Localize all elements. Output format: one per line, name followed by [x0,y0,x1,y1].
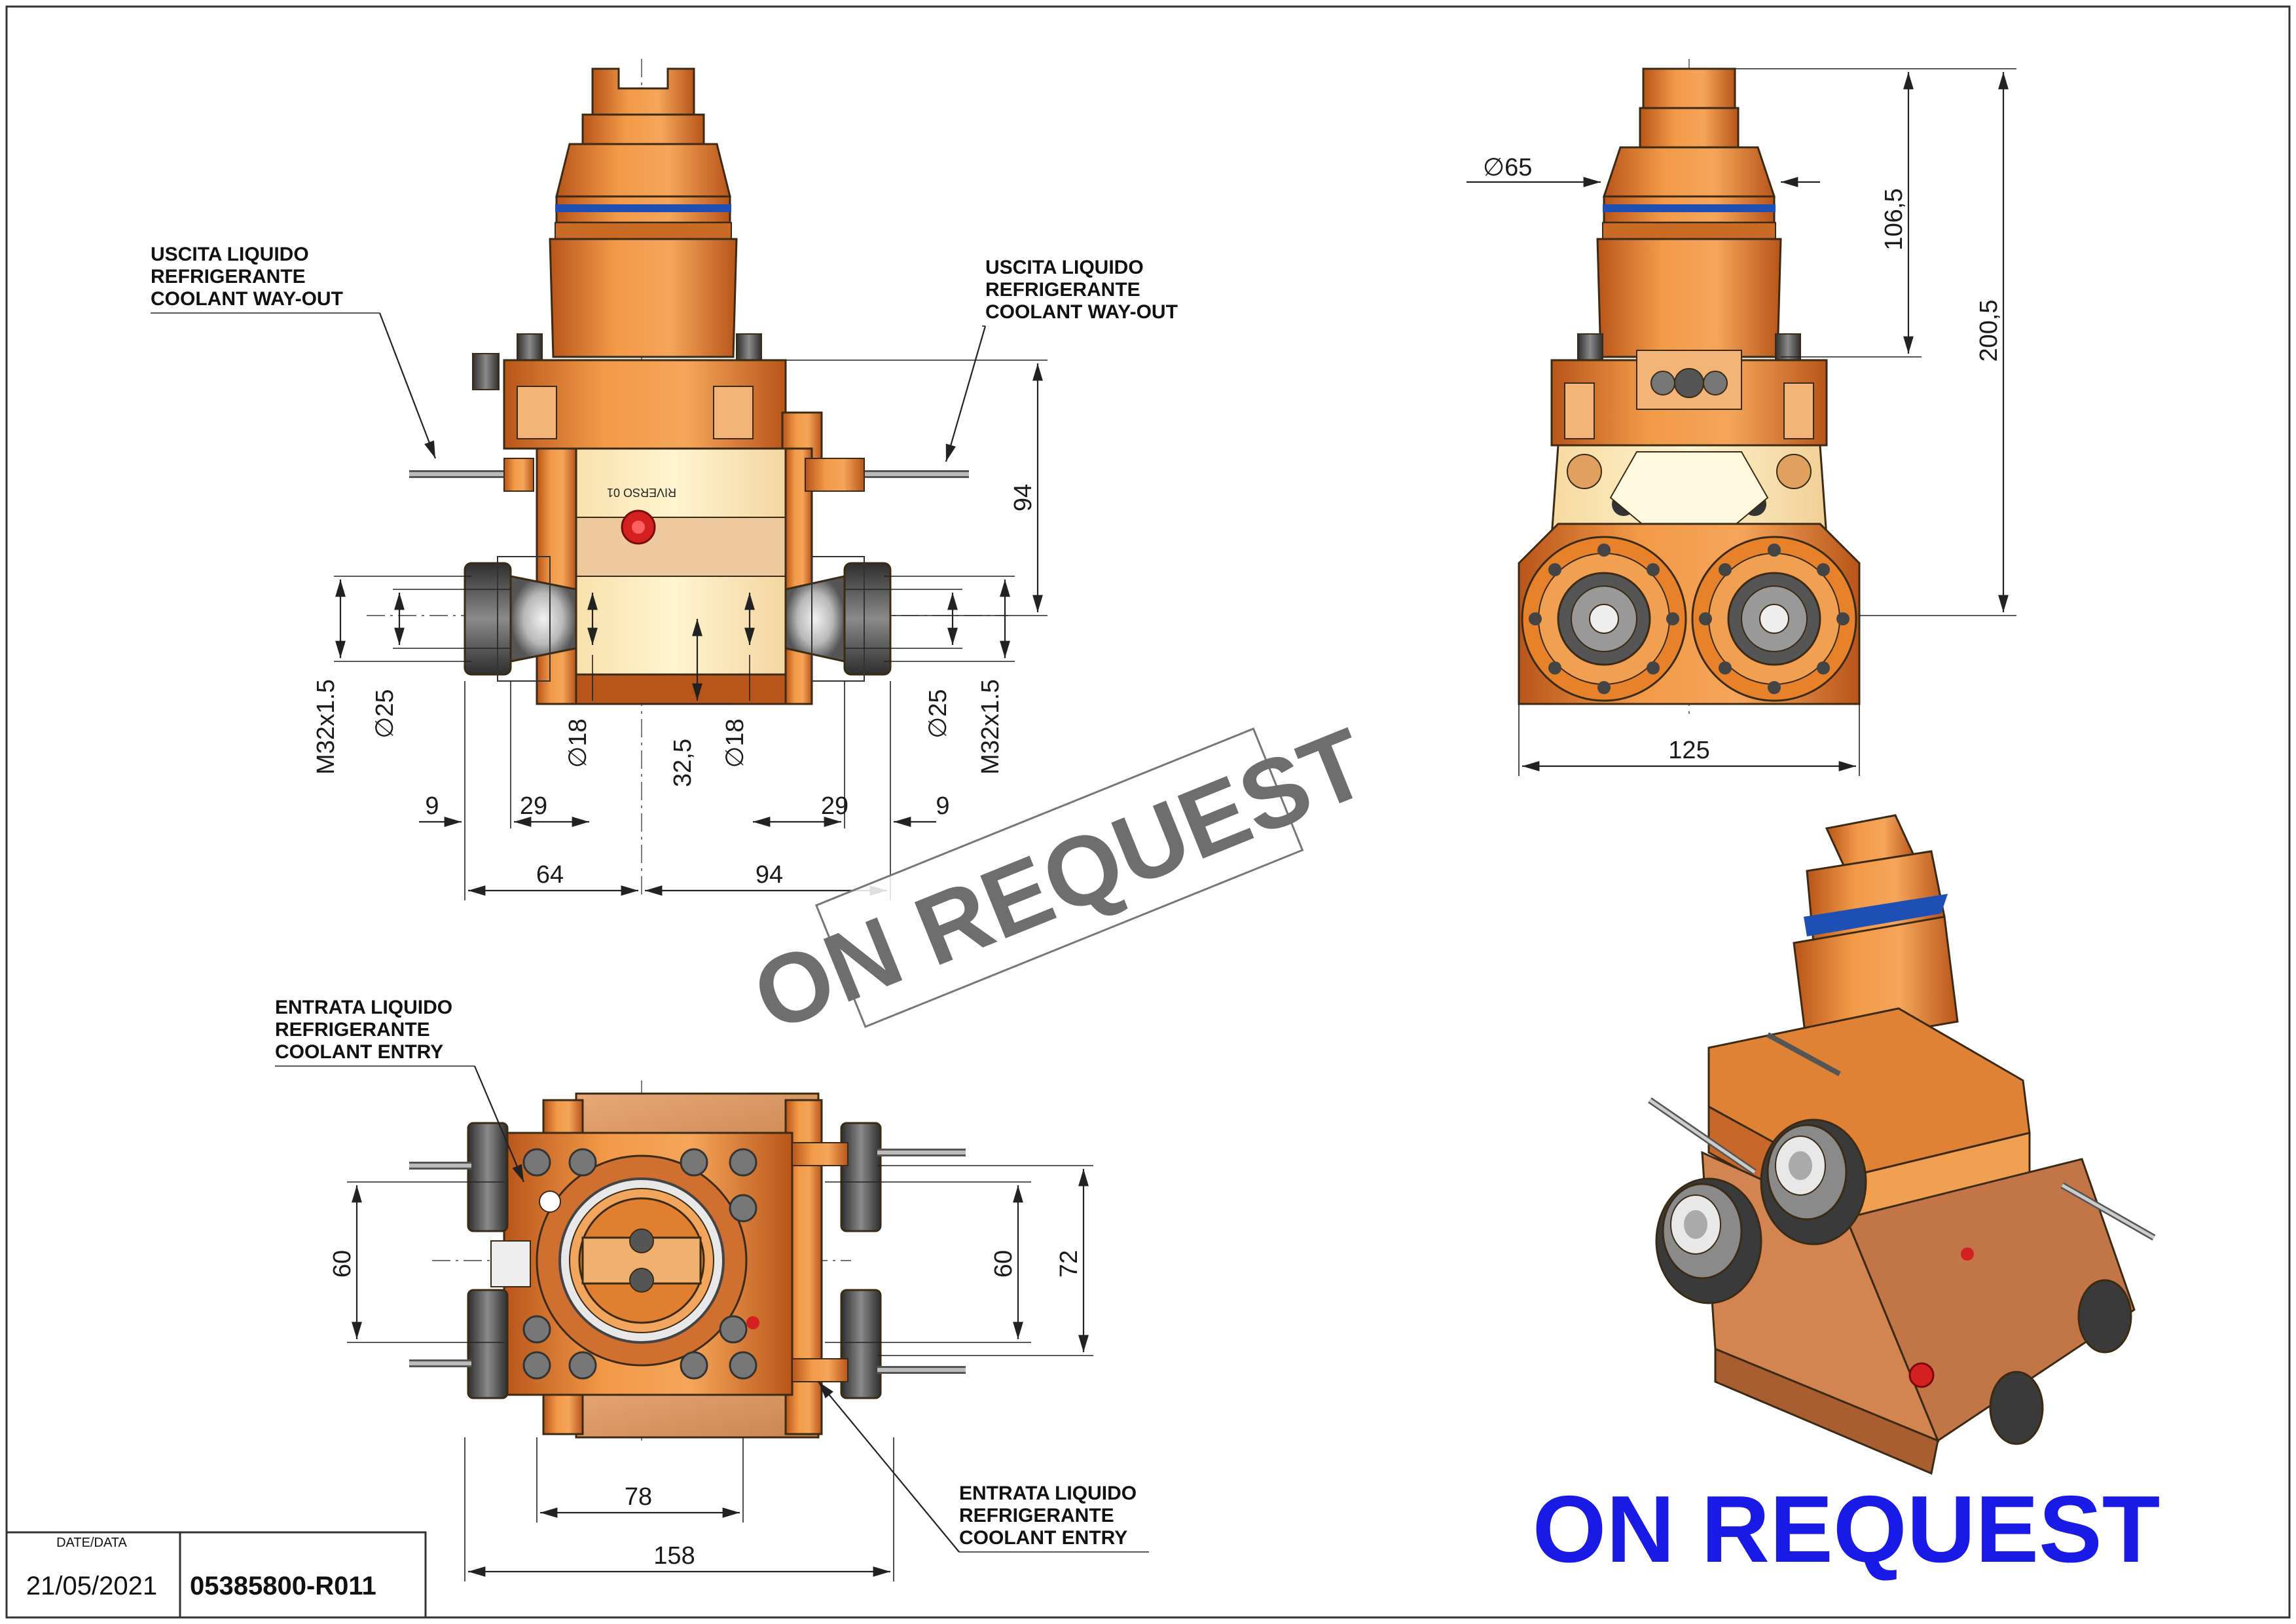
note-coolant-out-left: USCITA LIQUIDO REFRIGERANTE COOLANT WAY-… [151,244,437,459]
svg-text:COOLANT WAY-OUT: COOLANT WAY-OUT [151,288,343,310]
svg-text:REFRIGERANTE: REFRIGERANTE [985,279,1140,301]
svg-text:COOLANT ENTRY: COOLANT ENTRY [275,1041,443,1063]
left-spindle-flange [1521,536,1687,702]
svg-text:USCITA LIQUIDO: USCITA LIQUIDO [985,257,1144,278]
note-coolant-entry-top: ENTRATA LIQUIDO REFRIGERANTE COOLANT ENT… [275,997,525,1183]
dim-width-125: 125 [1668,737,1709,764]
svg-text:USCITA LIQUIDO: USCITA LIQUIDO [151,244,309,265]
dim-height-60-right: 60 [990,1250,1017,1278]
dim-width-78: 78 [625,1483,652,1511]
dim-height-200: 200,5 [1975,299,2003,361]
iso-collet-nut-front [1655,1177,1762,1304]
svg-text:ENTRATA LIQUIDO: ENTRATA LIQUIDO [275,997,452,1018]
iso-collet-nut-back [1760,1118,1867,1246]
part-engraving: RIVERSO 01 [607,486,676,499]
date-value: 21/05/2021 [26,1572,157,1600]
svg-text:ENTRATA LIQUIDO: ENTRATA LIQUIDO [959,1483,1137,1504]
dim-thread-right: M32x1.5 [977,679,1004,775]
right-spindle-flange [1691,536,1857,702]
note-coolant-out-right: USCITA LIQUIDO REFRIGERANTE COOLANT WAY-… [945,257,1178,462]
dim-thread-left: M32x1.5 [312,679,340,775]
date-label: DATE/DATA [56,1536,127,1550]
dim-dist29-left: 29 [520,792,547,820]
dim-dia18-left: ∅18 [564,718,592,767]
dim-gap9-left: 9 [425,792,439,820]
right-collet-nut [843,562,892,676]
dim-dia25-left: ∅25 [371,689,399,738]
dim-dia25-right: ∅25 [924,689,952,738]
svg-text:REFRIGERANTE: REFRIGERANTE [959,1505,1114,1526]
dim-dia-65: ∅65 [1483,154,1532,181]
dim-height-72: 72 [1055,1250,1083,1278]
left-collet-nut [464,562,512,676]
svg-text:COOLANT WAY-OUT: COOLANT WAY-OUT [985,301,1178,323]
note-coolant-entry-bottom: ENTRATA LIQUIDO REFRIGERANTE COOLANT ENT… [818,1381,1149,1553]
dim-center-height: 32,5 [669,739,697,787]
drive-tenon [591,67,695,116]
front-view: RIVERSO 01 94 M32x1.5 ∅25 ∅18 [151,59,1178,900]
svg-text:REFRIGERANTE: REFRIGERANTE [275,1019,430,1041]
dim-dia18-right: ∅18 [721,718,749,767]
dim-height-106: 106,5 [1880,188,1908,250]
side-view: 106,5 200,5 ∅65 125 [1467,59,2016,776]
svg-text:ON REQUEST: ON REQUEST [738,707,1381,1052]
svg-text:REFRIGERANTE: REFRIGERANTE [151,266,306,287]
dim-gap9-right: 9 [936,792,949,820]
watermark-diagonal: ON REQUEST [738,707,1381,1052]
dim-height-60-left: 60 [329,1250,356,1278]
dim-width-64: 64 [536,861,564,889]
dim-height-94: 94 [1010,484,1037,511]
blue-ring [555,204,731,212]
isometric-view [1648,814,2156,1475]
dim-dist29-right: 29 [821,792,848,820]
title-block: DATE/DATA 21/05/2021 05385800-R011 [5,1531,427,1619]
drawing-code: 05385800-R011 [190,1572,376,1600]
dim-width-158: 158 [653,1542,695,1570]
top-collet-nuts [467,1122,882,1399]
svg-text:COOLANT ENTRY: COOLANT ENTRY [959,1527,1127,1549]
sheet-border [5,5,2291,1619]
dim-width-94: 94 [756,861,783,889]
top-view: 60 60 72 78 158 ENTRATA LIQUIDO REFRIGER… [275,997,1149,1581]
watermark-blue: ON REQUEST [1533,1476,2160,1582]
